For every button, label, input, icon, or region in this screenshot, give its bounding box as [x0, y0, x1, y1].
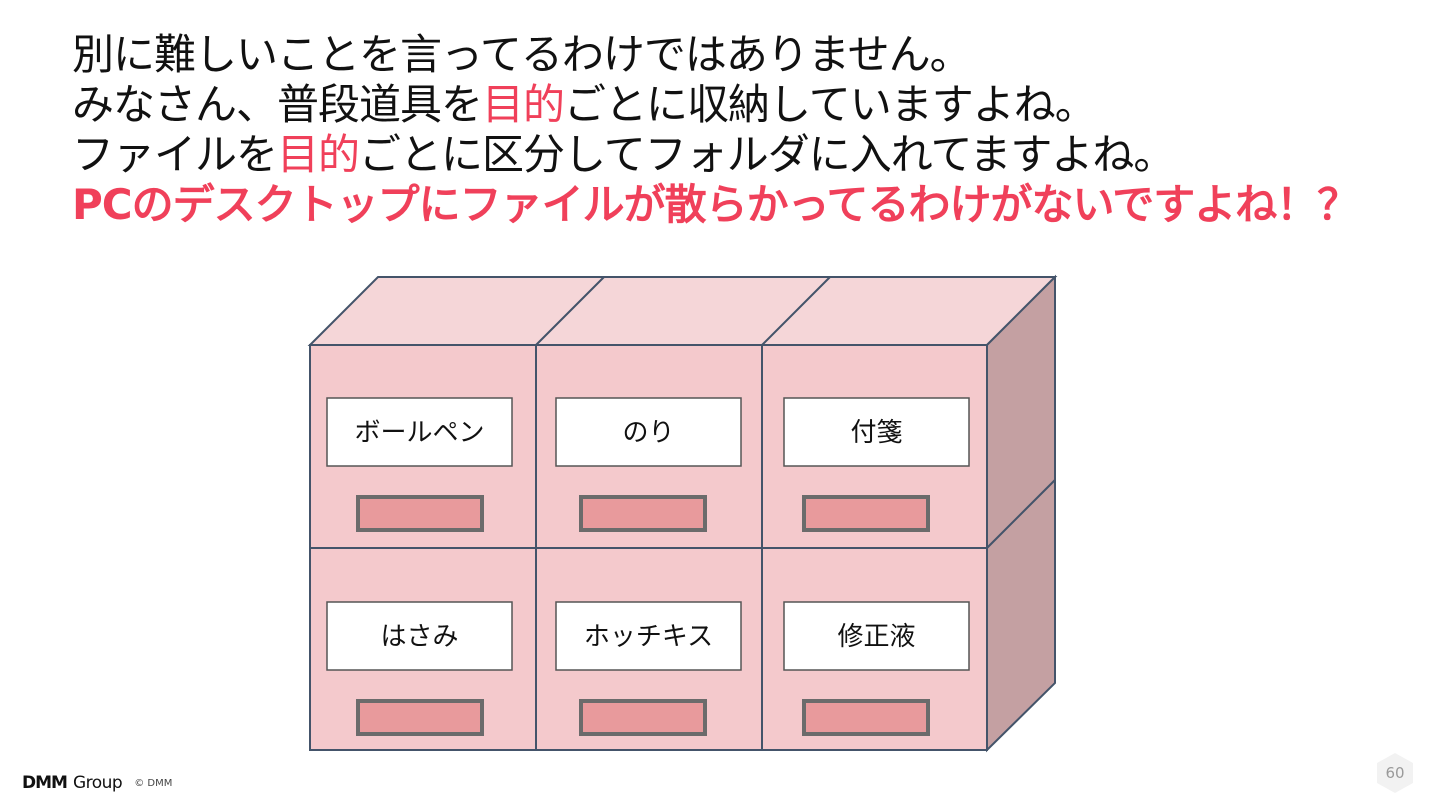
drawer-label-6: 修正液 [837, 622, 915, 652]
drawer-label-2: のり [622, 418, 674, 448]
drawer-handle-2 [581, 497, 705, 530]
drawer-label-5: ホッチキス [584, 622, 713, 652]
page-number: 60 [1374, 752, 1416, 794]
drawer-label-3: 付箋 [850, 418, 902, 448]
drawer-label-4: はさみ [380, 622, 458, 652]
drawer-handle-3 [804, 497, 928, 530]
logo-group-wordmark: Group [73, 773, 122, 793]
drawer-label-1: ボールペン [354, 418, 484, 448]
footer-logo: DMM Group © DMM [22, 772, 172, 794]
drawer-handle-5 [581, 701, 705, 734]
drawer-handle-6 [804, 701, 928, 734]
logo-dmm-wordmark: DMM [22, 773, 67, 793]
cabinet-top-face [310, 277, 1055, 345]
copyright-text: © DMM [134, 778, 172, 789]
drawer-handle-4 [358, 701, 482, 734]
drawer-handle-1 [358, 497, 482, 530]
